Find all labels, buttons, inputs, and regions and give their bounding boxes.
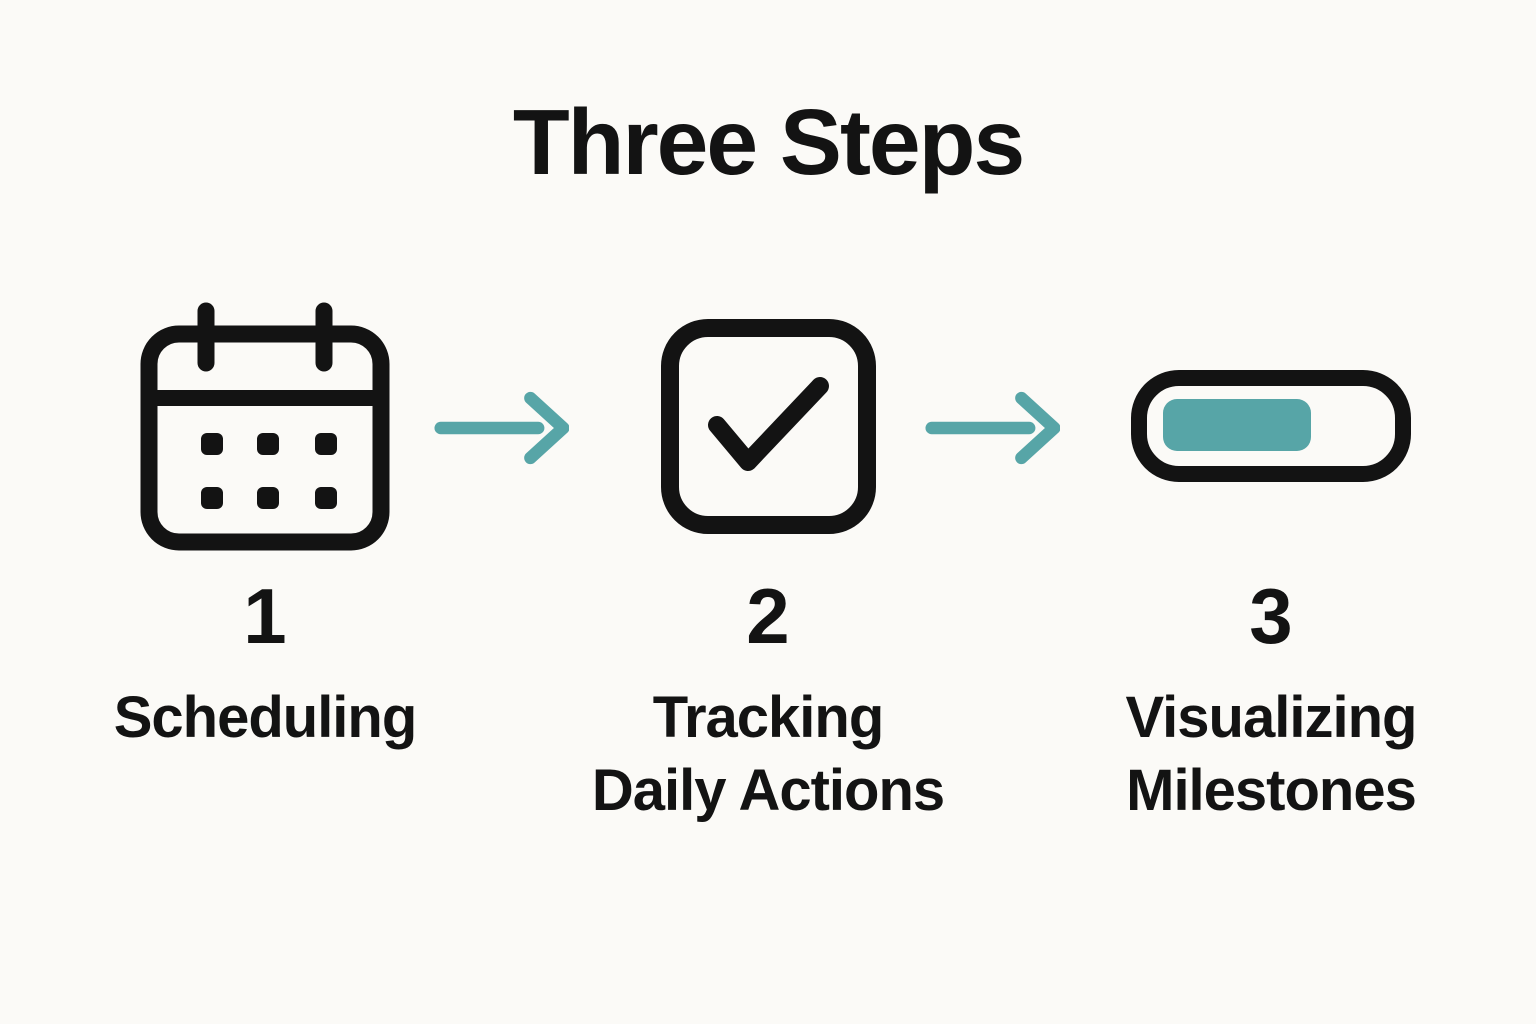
step-number: 2 — [746, 572, 790, 660]
calendar-icon — [140, 302, 390, 551]
step-visualizing: 3 Visualizing Milestones — [1020, 301, 1523, 827]
checkbox-checked-icon — [660, 318, 876, 534]
step-2-icon-box — [660, 301, 876, 551]
step-1-icon-box — [140, 301, 390, 551]
step-tracking: 2 Tracking Daily Actions — [517, 301, 1020, 827]
right-arrow-icon — [433, 391, 569, 465]
progress-bar-icon — [1131, 370, 1411, 482]
step-label: Tracking Daily Actions — [591, 685, 945, 824]
step-label: Scheduling — [113, 685, 418, 750]
step-number: 3 — [1249, 572, 1293, 660]
page-title: Three Steps — [512, 90, 1025, 194]
steps-row: 1 Scheduling 2 Tracking Daily Actions 3 … — [14, 301, 1523, 827]
step-label: Visualizing Milestones — [1125, 685, 1418, 824]
step-3-icon-box — [1131, 301, 1411, 551]
step-scheduling: 1 Scheduling — [14, 301, 517, 827]
step-number: 1 — [243, 572, 287, 660]
right-arrow-icon — [924, 391, 1060, 465]
progress-bar-fill — [1163, 399, 1311, 451]
